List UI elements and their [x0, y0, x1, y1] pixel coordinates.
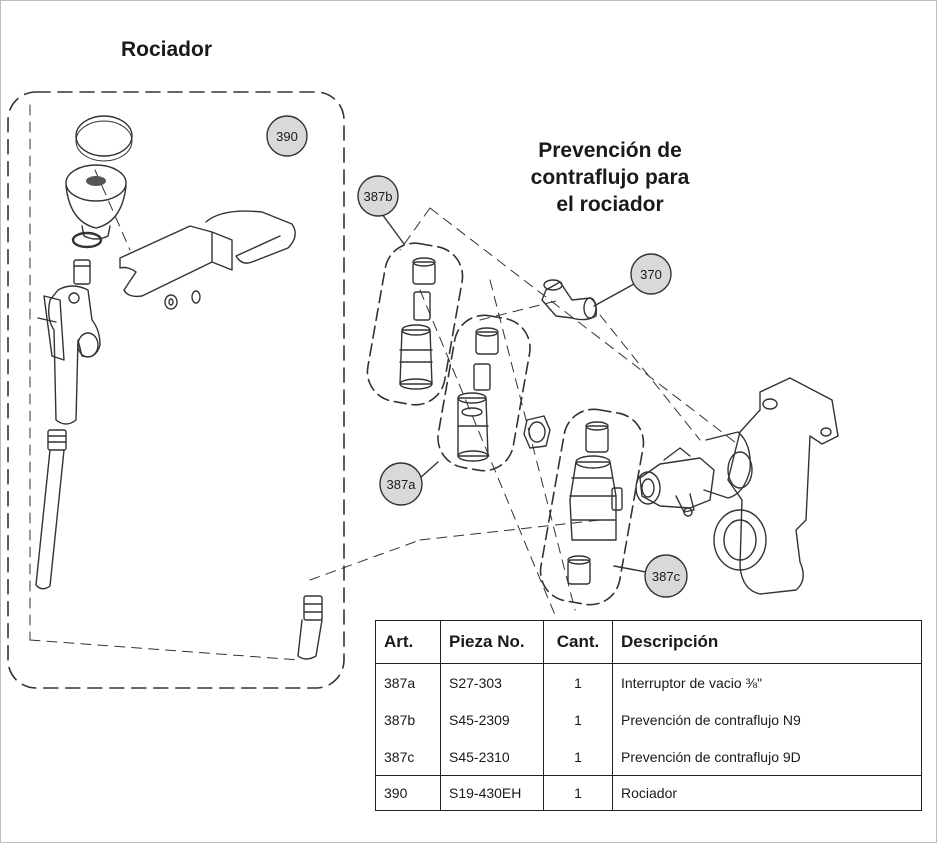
backflow-heading-line-3: el rociador	[556, 193, 664, 216]
387b-sleeve	[413, 291, 431, 321]
bracket-nut	[164, 294, 178, 310]
callout-387b-label: 387b	[364, 189, 393, 204]
cell-qty: 1	[543, 738, 613, 776]
callout-370-label: 370	[640, 267, 662, 282]
cell-art: 387c	[375, 738, 441, 776]
387c-body	[569, 455, 623, 541]
callout-387a-label: 387a	[387, 477, 417, 492]
callout-387c-label: 387c	[652, 569, 681, 584]
header-description: Descripción	[612, 620, 922, 664]
cell-desc: Rociador	[612, 775, 922, 811]
cell-part: S19-430EH	[440, 775, 544, 811]
callout-leader-lines	[381, 213, 647, 573]
cell-desc: Prevención de contraflujo N9	[612, 701, 922, 738]
backflow-guide-lines	[399, 207, 741, 616]
sprayer-hose	[35, 429, 67, 590]
group-387c-boundary	[539, 408, 645, 606]
backflow-heading-line-1: Prevención de	[538, 139, 682, 162]
cell-qty: 1	[543, 775, 613, 811]
table-row: 387b S45-2309 1 Prevención de contrafluj…	[375, 701, 922, 738]
cell-desc: Prevención de contraflujo 9D	[612, 738, 922, 776]
sprayer-guide-lines	[29, 104, 601, 661]
387a-sleeve	[473, 363, 491, 391]
header-part-number: Pieza No.	[440, 620, 544, 664]
387c-top-nipple	[585, 421, 609, 453]
group-387b-boundary	[366, 242, 464, 406]
cell-desc: Interruptor de vacio ⅜"	[612, 663, 922, 701]
table-row: 387a S27-303 1 Interruptor de vacio ⅜"	[375, 663, 922, 701]
backflow-heading: Prevención de contraflujo para el rociad…	[500, 137, 720, 218]
cell-part: S45-2310	[440, 738, 544, 776]
387b-hex-nipple	[412, 257, 436, 285]
cell-art: 387a	[375, 663, 441, 701]
o-ring	[71, 231, 103, 249]
cell-part: S45-2309	[440, 701, 544, 738]
sprayer-head	[65, 164, 127, 240]
sprayer-group-boundary	[7, 91, 345, 689]
sprayer-valve-body	[37, 285, 101, 425]
wall-valve-body	[703, 377, 839, 595]
header-quantity: Cant.	[543, 620, 613, 664]
cell-part: S27-303	[440, 663, 544, 701]
mounting-bracket	[119, 210, 296, 298]
sprayer-nipple	[73, 259, 91, 285]
387a-body	[457, 392, 489, 462]
cell-art: 387b	[375, 701, 441, 738]
callout-370: 370	[630, 253, 672, 295]
cell-qty: 1	[543, 701, 613, 738]
cell-art: 390	[375, 775, 441, 811]
table-row: 390 S19-430EH 1 Rociador	[375, 775, 922, 811]
sprayer-heading: Rociador	[121, 38, 213, 61]
group-387a-boundary	[437, 314, 531, 472]
elbow-fitting	[541, 279, 598, 321]
callout-387b: 387b	[357, 175, 399, 217]
387a-hex-nipple	[475, 327, 499, 355]
387c-bottom-nut	[567, 555, 591, 585]
parts-table: Art. Pieza No. Cant. Descripción 387a S2…	[375, 620, 922, 811]
cell-qty: 1	[543, 663, 613, 701]
387b-body	[399, 324, 433, 390]
bracket-washer	[191, 290, 201, 304]
callout-390: 390	[266, 115, 308, 157]
callout-387a: 387a	[379, 462, 423, 506]
table-row: 387c S45-2310 1 Prevención de contrafluj…	[375, 738, 922, 776]
hose-end-fitting	[297, 595, 323, 660]
backflow-heading-line-2: contraflujo para	[530, 166, 690, 189]
parts-table-header-row: Art. Pieza No. Cant. Descripción	[375, 620, 922, 664]
loose-hex-nut	[523, 415, 551, 449]
shutoff-valve	[635, 447, 715, 517]
callout-390-label: 390	[276, 129, 298, 144]
sprayer-cap-disc	[75, 115, 133, 162]
callout-387c: 387c	[644, 554, 688, 598]
header-art: Art.	[375, 620, 441, 664]
